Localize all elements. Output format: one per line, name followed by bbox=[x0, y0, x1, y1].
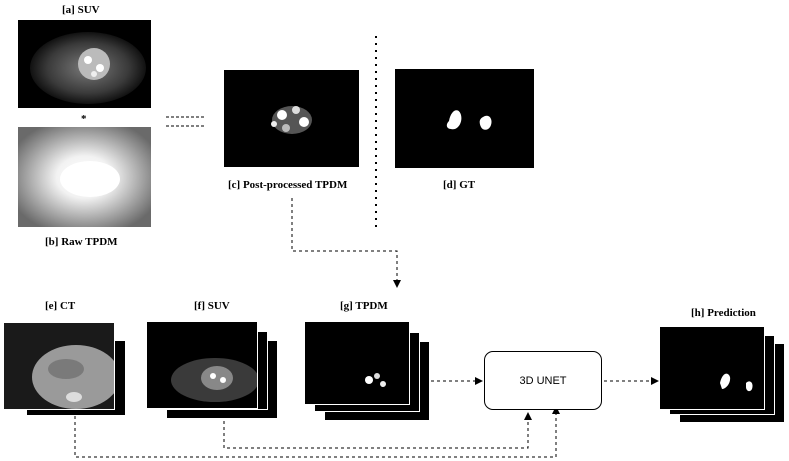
arrow-c-to-g bbox=[291, 198, 401, 288]
suv-image-top bbox=[18, 20, 151, 108]
post-tpdm-graphic bbox=[271, 106, 312, 134]
suv-image-bottom bbox=[146, 321, 258, 409]
prediction-graphic bbox=[720, 373, 753, 392]
suv-bottom-graphic bbox=[171, 358, 257, 402]
ct-scan-graphic bbox=[4, 323, 114, 409]
label-gt: [d] GT bbox=[443, 179, 476, 191]
ct-image bbox=[3, 322, 115, 410]
multiply-operator: * bbox=[81, 113, 87, 125]
label-post-processed-tpdm: [c] Post-processed TPDM bbox=[228, 179, 348, 191]
prediction-image bbox=[659, 326, 765, 410]
tpdm-image bbox=[304, 321, 410, 405]
ground-truth-image bbox=[395, 69, 534, 168]
label-suv-bottom: [f] SUV bbox=[194, 300, 230, 312]
label-suv-top: [a] SUV bbox=[62, 4, 100, 16]
gt-graphic bbox=[446, 110, 492, 130]
tpdm-graphic bbox=[365, 373, 386, 387]
arrow-ct-to-unet bbox=[74, 406, 560, 458]
unet-block: 3D UNET bbox=[484, 351, 602, 410]
label-tpdm: [g] TPDM bbox=[340, 300, 388, 312]
raw-tpdm-graphic bbox=[18, 127, 151, 227]
label-prediction: [h] Prediction bbox=[691, 307, 756, 319]
post-processed-tpdm-image bbox=[224, 70, 359, 167]
label-raw-tpdm: [b] Raw TPDM bbox=[45, 236, 118, 248]
raw-tpdm-image bbox=[18, 127, 151, 227]
label-ct: [e] CT bbox=[45, 300, 76, 312]
suv-scan-graphic bbox=[30, 32, 146, 104]
arrow-suv-to-unet bbox=[223, 412, 532, 449]
